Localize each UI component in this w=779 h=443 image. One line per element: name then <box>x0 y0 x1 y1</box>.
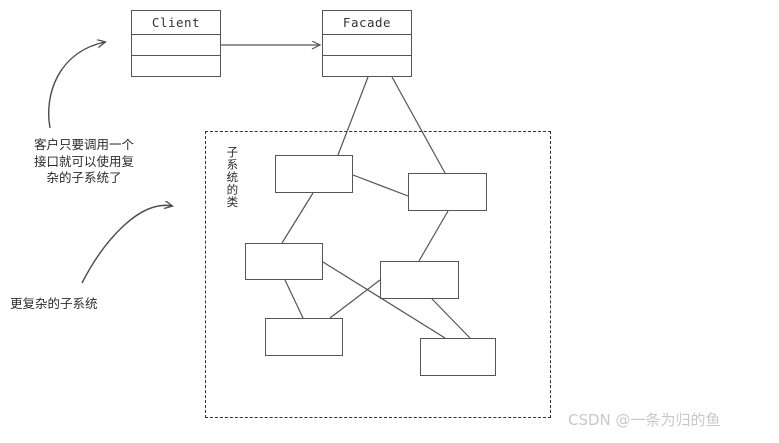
uml-class-facade-attributes <box>323 35 411 56</box>
csdn-watermark: CSDN @一条为归的鱼 <box>568 411 721 429</box>
subsystem-box-3[interactable] <box>245 243 323 280</box>
subsystem-region-label: 子系统的类 <box>225 146 240 209</box>
annotation-client-note-line2: 接口就可以使用复 <box>33 153 134 169</box>
uml-class-client-operations <box>132 56 220 76</box>
uml-class-facade[interactable]: Facade <box>322 10 412 77</box>
annotation-client-note: 客户只要调用一个 接口就可以使用复 杂的子系统了 <box>4 137 164 187</box>
annotation-client-note-line3: 杂的子系统了 <box>46 170 122 185</box>
subsystem-box-1[interactable] <box>275 155 353 193</box>
subsystem-box-2[interactable] <box>408 173 487 211</box>
subsystem-box-4[interactable] <box>380 261 459 299</box>
uml-class-client-attributes <box>132 35 220 56</box>
annotation-client-note-line1: 客户只要调用一个 <box>33 137 134 152</box>
uml-class-facade-name: Facade <box>323 11 411 35</box>
subsystem-box-5[interactable] <box>265 318 343 356</box>
annotation-subsystem-note: 更复杂的子系统 <box>10 296 98 311</box>
uml-class-client-name: Client <box>132 11 220 35</box>
uml-class-facade-operations <box>323 56 411 76</box>
uml-class-client[interactable]: Client <box>131 10 221 77</box>
note-arrow-to-client <box>48 42 105 129</box>
note-arrow-to-subsystem <box>81 205 172 284</box>
subsystem-region-border <box>205 131 551 418</box>
subsystem-box-6[interactable] <box>420 338 496 376</box>
